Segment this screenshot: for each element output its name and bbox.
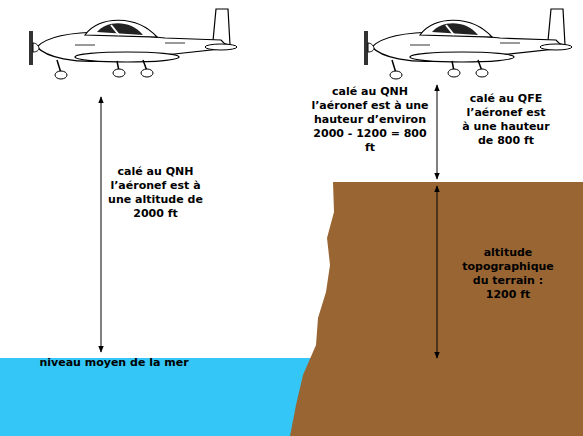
- height-note: calé au QNH l’aéronef est à une hauteur …: [308, 85, 432, 155]
- aircraft: [29, 9, 237, 79]
- terrain: [290, 182, 583, 436]
- aircraft: [364, 9, 572, 79]
- qfe-note: calé au QFE l’aéronef est à une hauteur …: [461, 92, 551, 148]
- terrain-elevation-note: altitude topographique du terrain : 1200…: [456, 246, 560, 302]
- height-arrow: [437, 85, 438, 179]
- altitude-note: calé au QNH l’aéronef est à une altitude…: [108, 165, 203, 221]
- altitude-arrow: [101, 97, 102, 352]
- elevation-arrow: [437, 186, 438, 358]
- sea-level-label: niveau moyen de la mer: [24, 356, 204, 370]
